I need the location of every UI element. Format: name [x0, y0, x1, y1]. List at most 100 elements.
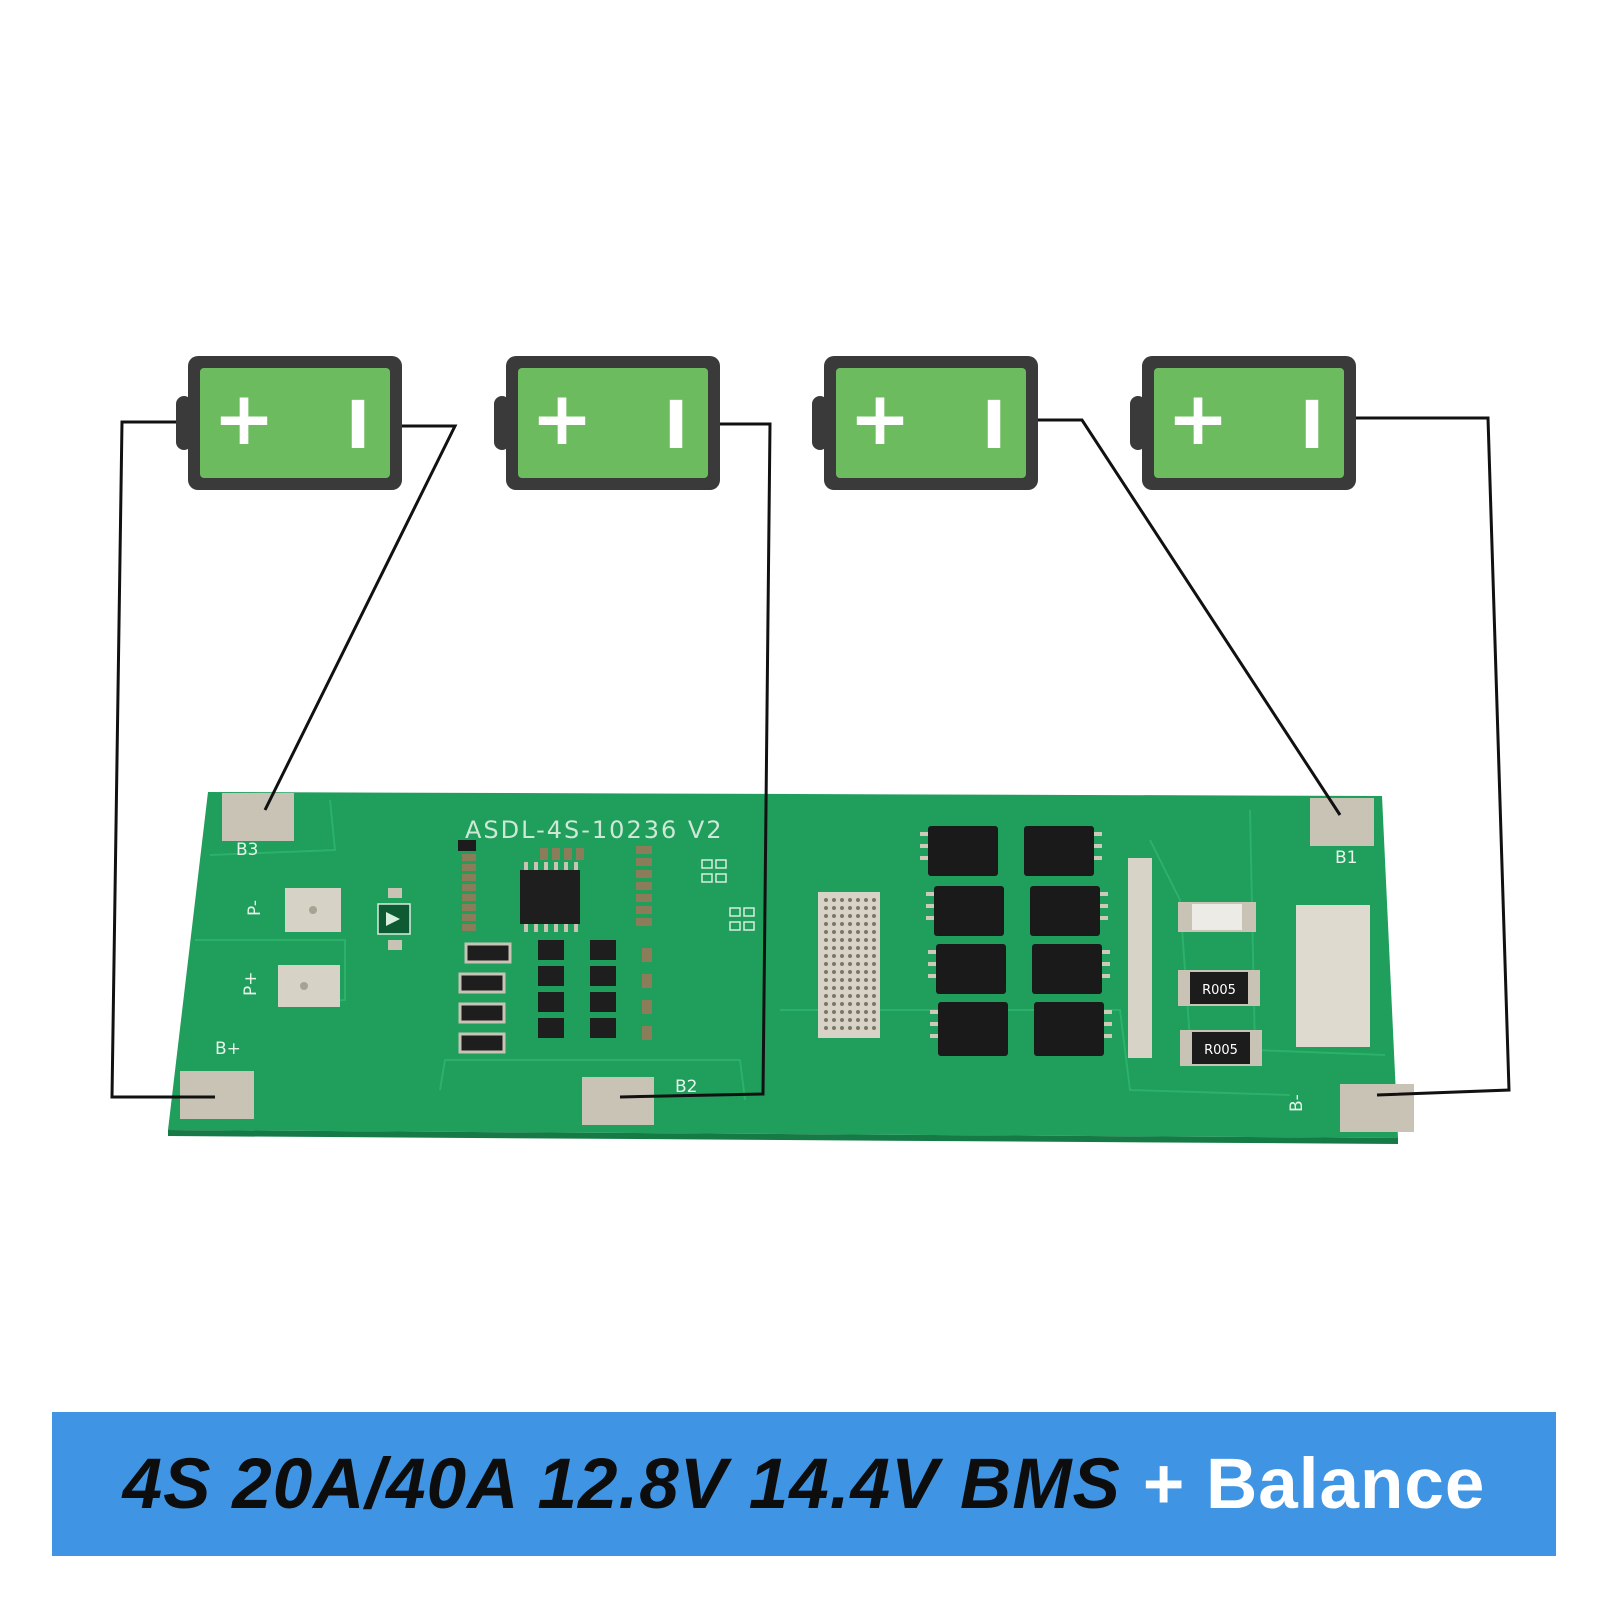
pad-b2: B2 — [582, 1077, 697, 1125]
via-dot — [832, 1002, 836, 1006]
battery-plus-sign: + — [849, 376, 911, 462]
via-dot — [864, 954, 868, 958]
smd-resistor-column-right — [636, 846, 652, 926]
banner-spec-text: 4S 20A/40A 12.8V 14.4V BMS — [122, 1444, 1121, 1524]
via-dot — [864, 914, 868, 918]
via-dot — [864, 930, 868, 934]
via-dot — [840, 1010, 844, 1014]
svg-text:B1: B1 — [1335, 848, 1357, 868]
via-dot — [832, 1018, 836, 1022]
via-dot — [872, 946, 876, 950]
via-dot — [840, 930, 844, 934]
via-dot — [824, 970, 828, 974]
smd-pads-balance — [642, 948, 652, 1040]
via-dot — [824, 1010, 828, 1014]
via-dot — [848, 1010, 852, 1014]
banner-balance-text: + Balance — [1142, 1444, 1486, 1524]
wire-b-plus — [110, 420, 215, 1099]
pad-b-minus: B- — [1287, 1084, 1414, 1132]
via-dot — [864, 898, 868, 902]
via-dot — [848, 946, 852, 950]
battery-plus-sign: + — [531, 376, 593, 462]
via-dot — [840, 1026, 844, 1030]
via-dot — [840, 898, 844, 902]
via-dot — [864, 946, 868, 950]
via-dot — [848, 994, 852, 998]
pad-p-plus: P+ — [241, 965, 340, 1007]
via-dot — [840, 946, 844, 950]
via-dot — [872, 906, 876, 910]
via-dot — [840, 962, 844, 966]
via-dot — [840, 970, 844, 974]
svg-text:B3: B3 — [236, 840, 258, 860]
via-dot — [872, 986, 876, 990]
via-dot — [848, 914, 852, 918]
via-dot — [840, 1002, 844, 1006]
via-dot — [848, 1026, 852, 1030]
via-dot — [840, 986, 844, 990]
pad-p-minus: P- — [245, 888, 341, 932]
via-dot — [848, 898, 852, 902]
via-dot — [864, 1002, 868, 1006]
via-dot — [856, 954, 860, 958]
product-title-banner: 4S 20A/40A 12.8V 14.4V BMS + Balance — [52, 1412, 1556, 1556]
via-dot — [848, 930, 852, 934]
power-mosfets — [928, 826, 1104, 1056]
shunt-resistor-top — [1178, 902, 1256, 932]
svg-text:R005: R005 — [1204, 1043, 1238, 1058]
via-dot — [848, 1018, 852, 1022]
wire-b3 — [263, 424, 458, 811]
shunt-resistor-1: R005 — [1178, 970, 1260, 1006]
via-dot — [864, 970, 868, 974]
via-dot — [824, 898, 828, 902]
via-dot — [824, 994, 828, 998]
via-dot — [840, 978, 844, 982]
via-dot — [856, 946, 860, 950]
svg-text:P-: P- — [245, 900, 265, 916]
via-dot — [832, 962, 836, 966]
via-dot — [824, 938, 828, 942]
pad-b-plus: B+ — [180, 1039, 254, 1119]
via-dot — [832, 1026, 836, 1030]
via-dot — [872, 978, 876, 982]
via-dot — [840, 914, 844, 918]
via-dot — [872, 914, 876, 918]
mosfet-leads — [920, 832, 1112, 1038]
via-dot — [864, 978, 868, 982]
via-dot — [824, 1002, 828, 1006]
via-dot — [832, 922, 836, 926]
pad-b3: B3 — [222, 793, 294, 860]
via-dot — [832, 994, 836, 998]
via-dot — [856, 906, 860, 910]
via-dot — [832, 986, 836, 990]
via-dot — [840, 922, 844, 926]
wire-b1 — [1030, 418, 1342, 816]
battery-cell-icon: +I — [1130, 356, 1356, 490]
wire-b-minus — [1350, 416, 1511, 1097]
battery-plus-sign: + — [1167, 376, 1229, 462]
via-dot — [856, 978, 860, 982]
via-dot — [832, 914, 836, 918]
via-dot — [872, 994, 876, 998]
via-dot — [848, 906, 852, 910]
battery-minus-sign: I — [982, 387, 1007, 464]
via-dot — [832, 970, 836, 974]
battery-minus-sign: I — [346, 387, 371, 464]
via-dot — [832, 930, 836, 934]
via-dot — [824, 914, 828, 918]
via-dot — [864, 1026, 868, 1030]
via-dot — [848, 970, 852, 974]
wire-b2 — [619, 422, 772, 1099]
via-dot — [840, 906, 844, 910]
via-dot — [864, 986, 868, 990]
via-dot — [840, 994, 844, 998]
via-dot — [848, 954, 852, 958]
pad-b1: B1 — [1310, 798, 1374, 868]
chip-d1 — [458, 840, 476, 851]
via-dot — [872, 1026, 876, 1030]
via-dot — [824, 906, 828, 910]
via-array-left — [818, 892, 880, 1038]
via-dot — [824, 1018, 828, 1022]
via-dot — [824, 922, 828, 926]
via-dot — [840, 954, 844, 958]
